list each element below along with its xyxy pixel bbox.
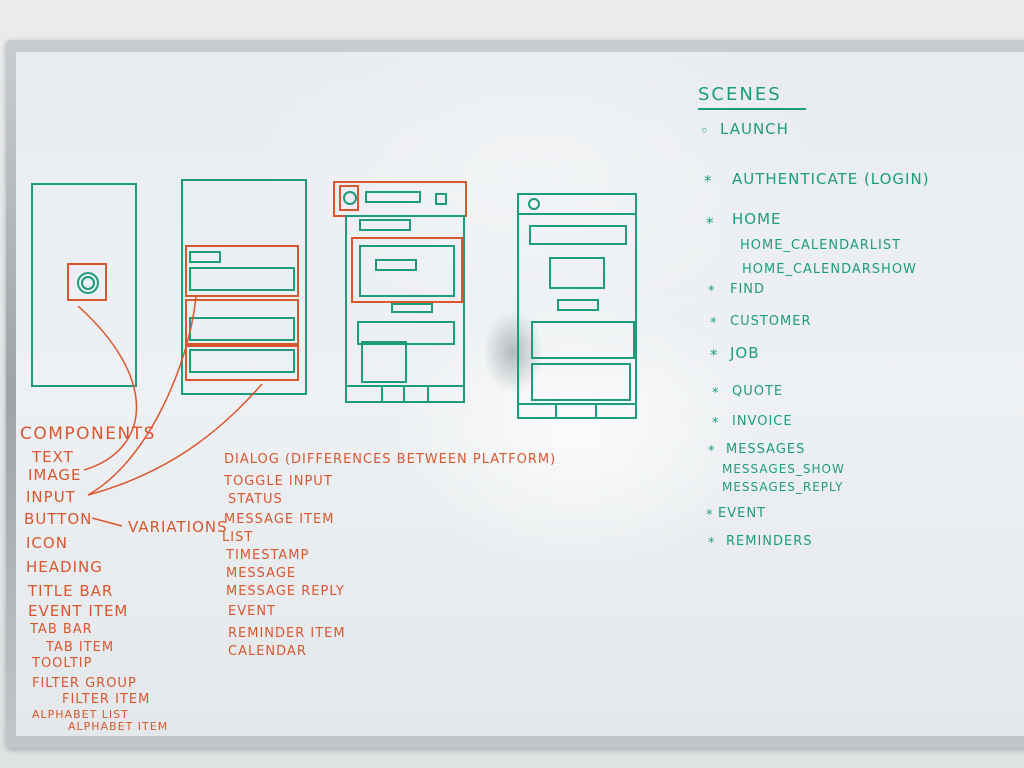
component-arrows — [77, 295, 263, 527]
scene-item: REMINDERS — [726, 534, 813, 549]
component-item: LIST — [222, 530, 254, 545]
scene-item: AUTHENTICATE (LOGIN) — [732, 170, 930, 188]
scene-bullet: ◦ — [700, 122, 710, 140]
component-item: MESSAGE REPLY — [226, 584, 345, 599]
component-item: REMINDER ITEM — [228, 626, 346, 641]
scene-item: HOME — [732, 210, 782, 228]
scene-bullet: * — [712, 416, 720, 431]
scene-item: MESSAGES_SHOW — [722, 462, 845, 476]
wireframe-home — [517, 193, 637, 419]
scene-bullet: * — [712, 386, 720, 401]
wireframe-launch — [31, 183, 137, 387]
variations-label: VARIATIONS — [128, 518, 228, 536]
component-item: TAB ITEM — [46, 640, 115, 655]
component-item: FILTER GROUP — [32, 676, 137, 691]
component-item: EVENT ITEM — [28, 602, 129, 620]
scene-item: LAUNCH — [720, 120, 789, 138]
component-item: TITLE BAR — [28, 582, 114, 600]
components-heading: COMPONENTS — [20, 424, 156, 444]
scene-bullet: * — [708, 284, 716, 299]
component-item: STATUS — [228, 492, 283, 507]
component-item: ALPHABET ITEM — [68, 720, 169, 733]
component-item: HEADING — [26, 558, 103, 576]
wireframe-list — [181, 179, 307, 395]
wireframe-messages — [333, 181, 467, 403]
component-item: DIALOG (DIFFERENCES BETWEEN PLATFORM) — [224, 452, 557, 467]
scene-item: CUSTOMER — [730, 314, 812, 329]
component-item: TOGGLE INPUT — [224, 474, 333, 489]
scene-item: FIND — [730, 282, 766, 297]
scene-item: INVOICE — [732, 414, 793, 429]
scene-bullet: * — [708, 444, 716, 459]
scene-item: MESSAGES_REPLY — [722, 480, 844, 494]
component-item: MESSAGE ITEM — [224, 512, 335, 527]
scene-item: MESSAGES — [726, 442, 806, 457]
scene-item: QUOTE — [732, 384, 784, 399]
scene-item: HOME_CALENDARSHOW — [742, 262, 917, 277]
scene-bullet: * — [706, 508, 714, 523]
scene-item: EVENT — [718, 506, 766, 521]
component-item: BUTTON — [24, 510, 93, 528]
component-item: IMAGE — [28, 466, 82, 484]
component-item: TIMESTAMP — [226, 548, 310, 563]
component-item: TAB BAR — [30, 622, 93, 637]
scene-item: JOB — [730, 344, 760, 362]
component-item: TOOLTIP — [32, 656, 93, 671]
scene-bullet: * — [704, 172, 713, 190]
scene-item: HOME_CALENDARLIST — [740, 238, 902, 253]
component-item: FILTER ITEM — [62, 692, 151, 707]
scenes-heading: SCENES — [698, 84, 782, 105]
scene-bullet: * — [710, 316, 718, 331]
component-item: ALPHABET LIST — [32, 708, 129, 721]
scene-bullet: * — [708, 536, 716, 551]
scenes-underline — [698, 108, 806, 110]
component-item: INPUT — [26, 488, 76, 506]
component-item: CALENDAR — [228, 644, 307, 659]
scene-bullet: * — [706, 214, 715, 232]
scene-bullet: * — [710, 346, 719, 364]
component-item: ICON — [26, 534, 68, 552]
component-item: MESSAGE — [226, 566, 297, 581]
component-item: EVENT — [228, 604, 276, 619]
component-item: TEXT — [32, 448, 74, 466]
